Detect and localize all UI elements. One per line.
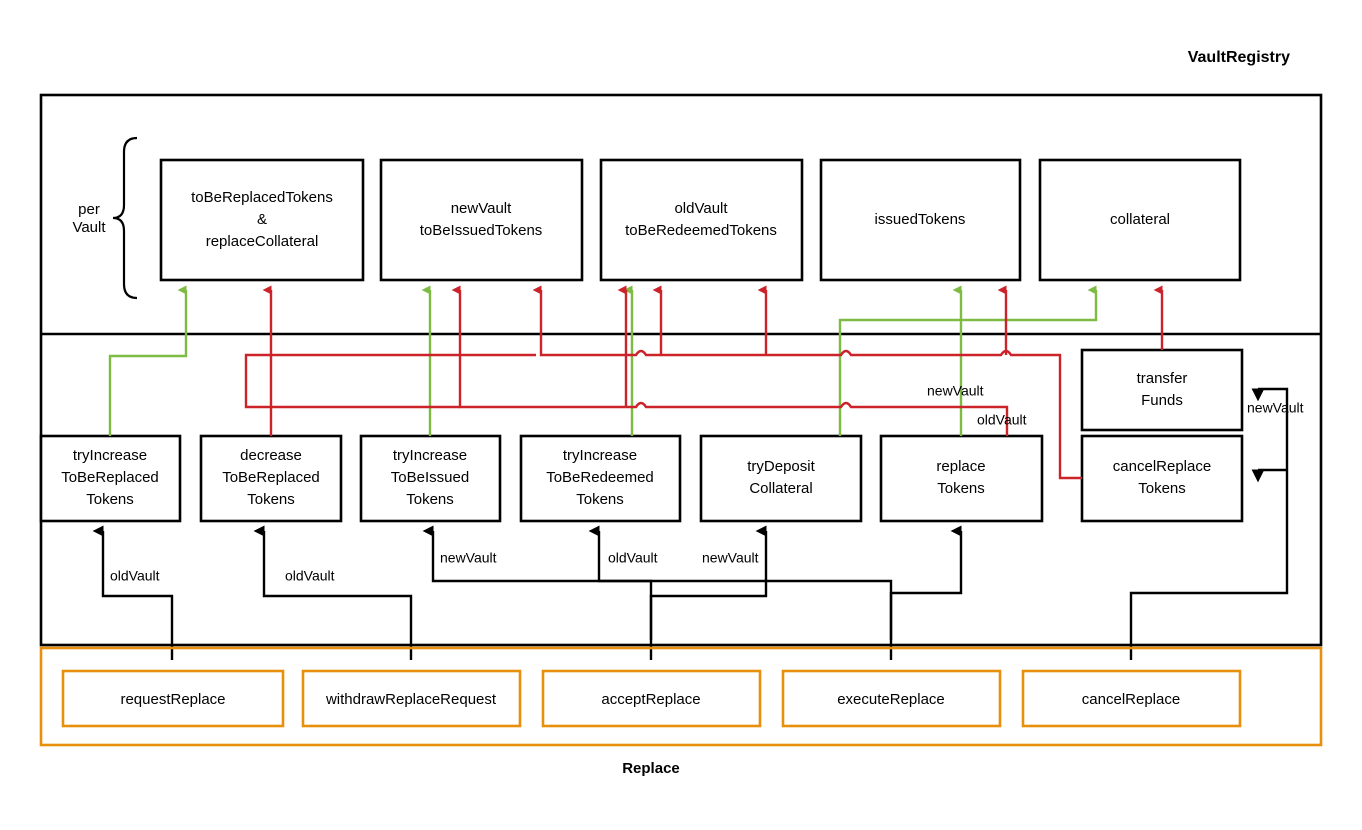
storage-box-toBeIssuedTokens-line-1: toBeIssuedTokens <box>420 222 543 239</box>
storage-box-issuedTokens[interactable] <box>819 158 1022 282</box>
function-box-tryIncreaseToBeIssuedTokens-line-1: ToBeIssued <box>391 469 469 486</box>
storage-box-toBeIssuedTokens[interactable] <box>379 158 584 282</box>
function-box-tryIncreaseToBeRedeemedTokens-line-2: Tokens <box>576 491 624 508</box>
function-box-tryDepositCollateral-line-0: tryDeposit <box>747 458 815 475</box>
module-box-executeReplace-label: executeReplace <box>837 691 945 708</box>
edge-label-oldvault-4: oldVault <box>977 412 1027 428</box>
storage-box-toBeReplacedTokens-line-2: replaceCollateral <box>206 233 319 250</box>
module-box-requestReplace-label: requestReplace <box>120 691 225 708</box>
module-box-cancelReplace[interactable] <box>1021 669 1242 728</box>
edge-black-acceptReplace-to-tryDepositCollateral <box>649 525 768 640</box>
storage-box-toBeRedeemedTokens-line-1: toBeRedeemedTokens <box>625 222 777 239</box>
module-box-requestReplace[interactable] <box>61 669 285 728</box>
edge-green-tryIncreaseToBeReplacedTokens-to-toBeReplacedTokens <box>108 285 188 436</box>
function-box-tryIncreaseToBeIssuedTokens-line-2: Tokens <box>406 491 454 508</box>
storage-box-toBeRedeemedTokens-line-0: oldVault <box>674 200 728 217</box>
function-box-cancelReplaceTokens[interactable] <box>1080 434 1244 523</box>
vault-registry-container <box>39 93 1323 647</box>
storage-box-toBeReplacedTokens-line-0: toBeReplacedTokens <box>191 189 333 206</box>
function-box-tryIncreaseToBeReplacedTokens[interactable] <box>39 434 182 523</box>
function-box-transferFunds[interactable] <box>1080 348 1244 432</box>
edge-red-cancelReplaceTokens-to-toBeIssuedTokens <box>532 285 1082 480</box>
edge-label-oldvault-1: oldVault <box>110 568 160 584</box>
edge-black-cancelReplace-to-transferFunds <box>1129 387 1289 660</box>
storage-box-collateral-line-0: collateral <box>1110 211 1170 228</box>
function-box-tryIncreaseToBeIssuedTokens[interactable] <box>359 434 502 523</box>
edge-red-replaceTokens-to-toBeIssuedTokens <box>451 285 1009 436</box>
function-box-decreaseToBeReplacedTokens-line-1: ToBeReplaced <box>222 469 320 486</box>
function-box-tryIncreaseToBeReplacedTokens-line-1: ToBeReplaced <box>61 469 159 486</box>
per-vault-label-line1: per <box>78 201 100 218</box>
module-box-acceptReplace[interactable] <box>541 669 762 728</box>
edge-label-oldvault-3: oldVault <box>608 550 658 566</box>
edge-label-newvault-4: newVault <box>1247 400 1304 416</box>
storage-box-toBeReplacedTokens-line-1: & <box>257 211 267 228</box>
function-box-decreaseToBeReplacedTokens-line-2: Tokens <box>247 491 295 508</box>
module-box-executeReplace[interactable] <box>781 669 1002 728</box>
storage-box-collateral[interactable] <box>1038 158 1242 282</box>
function-box-transferFunds-line-1: Funds <box>1141 392 1183 409</box>
page-title: VaultRegistry <box>1188 49 1290 66</box>
storage-box-toBeReplacedTokens[interactable] <box>159 158 365 282</box>
edge-black-withdrawReplaceRequest-to-decreaseToBeReplacedTokens <box>253 525 413 660</box>
function-box-tryDepositCollateral-line-1: Collateral <box>749 480 812 497</box>
function-box-tryIncreaseToBeRedeemedTokens-line-1: ToBeRedeemed <box>546 469 654 486</box>
function-box-transferFunds-line-0: transfer <box>1137 370 1188 387</box>
storage-box-issuedTokens-line-0: issuedTokens <box>875 211 966 228</box>
edge-red-bus-left-segment <box>244 353 536 409</box>
function-box-cancelReplaceTokens-line-1: Tokens <box>1138 480 1186 497</box>
function-box-tryIncreaseToBeRedeemedTokens[interactable] <box>519 434 682 523</box>
function-box-replaceTokens-line-1: Tokens <box>937 480 985 497</box>
per-vault-label-line2: Vault <box>72 219 106 236</box>
function-box-decreaseToBeReplacedTokens[interactable] <box>199 434 343 523</box>
storage-box-toBeIssuedTokens-line-0: newVault <box>451 200 512 217</box>
module-box-withdrawReplaceRequest[interactable] <box>301 669 522 728</box>
function-box-replaceTokens[interactable] <box>879 434 1044 523</box>
module-box-cancelReplace-label: cancelReplace <box>1082 691 1180 708</box>
edge-black-requestReplace-to-tryIncreaseToBeReplacedTokens <box>92 525 174 660</box>
edge-label-newvault-3: newVault <box>927 383 984 399</box>
function-box-tryIncreaseToBeReplacedTokens-line-0: tryIncrease <box>73 447 147 464</box>
edge-black-executeReplace-to-replaceTokens <box>889 525 963 640</box>
replace-module-container <box>39 646 1323 747</box>
edge-label-newvault-1: newVault <box>440 550 497 566</box>
function-box-decreaseToBeReplacedTokens-line-0: decrease <box>240 447 302 464</box>
module-box-withdrawReplaceRequest-label: withdrawReplaceRequest <box>325 691 497 708</box>
storage-box-toBeRedeemedTokens[interactable] <box>599 158 804 282</box>
edge-label-newvault-2: newVault <box>702 550 759 566</box>
per-vault-brace <box>112 136 138 300</box>
replace-module-label: Replace <box>622 760 680 777</box>
function-box-cancelReplaceTokens-line-0: cancelReplace <box>1113 458 1211 475</box>
function-box-tryDepositCollateral[interactable] <box>699 434 863 523</box>
function-box-tryIncreaseToBeRedeemedTokens-line-0: tryIncrease <box>563 447 637 464</box>
edge-label-oldvault-2: oldVault <box>285 568 335 584</box>
function-box-tryIncreaseToBeReplacedTokens-line-2: Tokens <box>86 491 134 508</box>
module-box-acceptReplace-label: acceptReplace <box>601 691 700 708</box>
edge-green-tryDepositCollateral-to-collateral <box>838 285 1098 436</box>
function-box-replaceTokens-line-0: replace <box>936 458 985 475</box>
function-box-tryIncreaseToBeIssuedTokens-line-0: tryIncrease <box>393 447 467 464</box>
